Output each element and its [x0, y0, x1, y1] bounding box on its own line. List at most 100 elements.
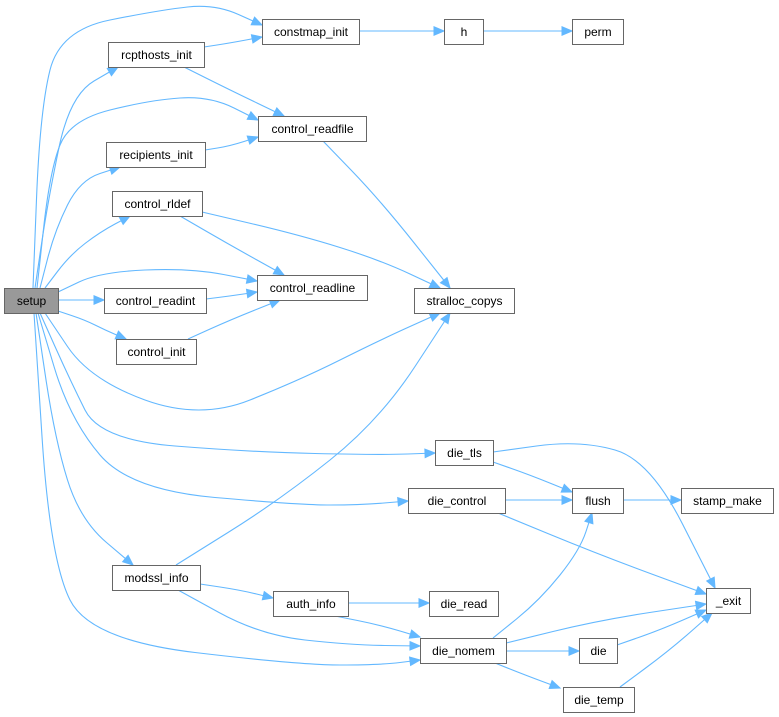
node-box [116, 339, 197, 365]
node-control-readint[interactable]: control_readint [104, 288, 207, 314]
arrowhead [121, 554, 134, 566]
node-stamp-make[interactable]: stamp_make [681, 488, 774, 514]
edge-line [39, 312, 436, 455]
edge-constmap_init-to-h [359, 26, 446, 36]
node-setup[interactable]: setup [4, 288, 59, 314]
node-die[interactable]: die [579, 638, 618, 664]
node-label: die [590, 644, 606, 658]
node-die-tls[interactable]: die_tls [435, 440, 494, 466]
node-label: die_temp [574, 693, 624, 707]
node--exit[interactable]: _exit [706, 588, 751, 614]
node-control-rldef[interactable]: control_rldef [112, 191, 203, 217]
node-die-control[interactable]: die_control [408, 488, 506, 514]
arrowhead [118, 215, 132, 226]
edge-setup-to-rcpthosts_init [34, 66, 120, 289]
edge-line [44, 312, 441, 411]
node-stralloc-copys[interactable]: stralloc_copys [414, 288, 515, 314]
edge-line [35, 312, 134, 566]
arrowhead [409, 640, 422, 651]
arrowhead [694, 609, 708, 619]
node-label: recipients_init [119, 148, 193, 162]
nodes-layer: setup rcpthosts_init constmap_init h perm con… [4, 19, 774, 713]
edge-rcpthosts_init-to-constmap_init [203, 34, 264, 48]
edge-auth_info-to-die_read [348, 598, 431, 608]
arrowhead [428, 312, 442, 322]
edge-setup-to-modssl_info [35, 312, 134, 566]
node-label: rcpthosts_init [121, 48, 192, 62]
arrowhead [439, 276, 451, 290]
node-rcpthosts-init[interactable]: rcpthosts_init [108, 42, 205, 68]
edge-die_temp-to-_exit [619, 612, 713, 688]
arrowhead [397, 496, 410, 507]
edge-line [199, 583, 274, 599]
node-box [414, 288, 515, 314]
edge-die_control-to-_exit [497, 512, 708, 596]
edge-line [505, 603, 707, 644]
node-label: stralloc_copys [426, 294, 502, 308]
node-box [444, 19, 484, 45]
arrowhead [261, 590, 275, 601]
arrowhead [106, 66, 120, 77]
arrowhead [694, 600, 708, 611]
edge-line [183, 66, 285, 117]
node-flush[interactable]: flush [572, 488, 624, 514]
arrowhead [694, 585, 708, 596]
node-box [579, 638, 618, 664]
arrowhead [418, 598, 431, 608]
node-label: die_nomem [432, 644, 495, 658]
node-box [4, 288, 59, 314]
node-label: control_readint [116, 294, 196, 308]
edge-recipients_init-to-control_readfile [204, 135, 260, 151]
node-label: perm [584, 25, 611, 39]
edge-line [34, 66, 119, 289]
arrowhead [700, 612, 713, 624]
node-box [572, 488, 624, 514]
node-box [420, 638, 507, 664]
arrowhead [246, 110, 260, 121]
node-modssl-info[interactable]: modssl_info [112, 565, 201, 591]
arrowhead [424, 448, 437, 459]
node-box [257, 275, 368, 301]
edge-die_nomem-to-flush [492, 511, 594, 639]
node-label: die_tls [447, 446, 482, 460]
arrowhead [568, 646, 581, 656]
node-auth-info[interactable]: auth_info [273, 591, 349, 617]
edge-die_nomem-to-die [506, 646, 581, 656]
edge-line [619, 612, 713, 688]
arrowhead [561, 495, 574, 505]
node-die-temp[interactable]: die_temp [563, 687, 635, 713]
node-label: modssl_info [124, 571, 188, 585]
edge-die_nomem-to-die_temp [494, 662, 562, 689]
edge-die_tls-to-_exit [492, 443, 716, 590]
node-box [112, 565, 201, 591]
arrowhead [428, 279, 442, 289]
arrowhead [272, 106, 286, 117]
edge-setup-to-constmap_init [32, 5, 264, 289]
node-label: control_init [127, 345, 186, 359]
node-die-nomem[interactable]: die_nomem [420, 638, 507, 664]
arrowhead [114, 330, 128, 340]
node-perm[interactable]: perm [572, 19, 624, 45]
node-constmap-init[interactable]: constmap_init [262, 19, 360, 45]
arrowhead [670, 495, 683, 505]
arrowhead [705, 576, 716, 590]
node-control-init[interactable]: control_init [116, 339, 197, 365]
node-label: constmap_init [274, 25, 349, 39]
node-control-readfile[interactable]: control_readfile [258, 116, 367, 142]
edge-line [39, 166, 121, 289]
edge-line [33, 312, 421, 666]
node-control-readline[interactable]: control_readline [257, 275, 368, 301]
edge-control_readfile-to-stralloc_copys [322, 140, 451, 290]
arrowhead [250, 16, 264, 26]
node-h[interactable]: h [444, 19, 484, 45]
node-label: _exit [715, 594, 742, 608]
node-die-read[interactable]: die_read [429, 591, 499, 617]
node-box [112, 191, 203, 217]
edge-line [32, 5, 263, 289]
arrowhead [250, 34, 264, 44]
node-recipients-init[interactable]: recipients_init [106, 142, 206, 168]
edge-setup-to-control_readfile [36, 97, 260, 289]
arrowhead [245, 274, 259, 284]
edge-line [334, 615, 421, 638]
node-box [435, 440, 494, 466]
